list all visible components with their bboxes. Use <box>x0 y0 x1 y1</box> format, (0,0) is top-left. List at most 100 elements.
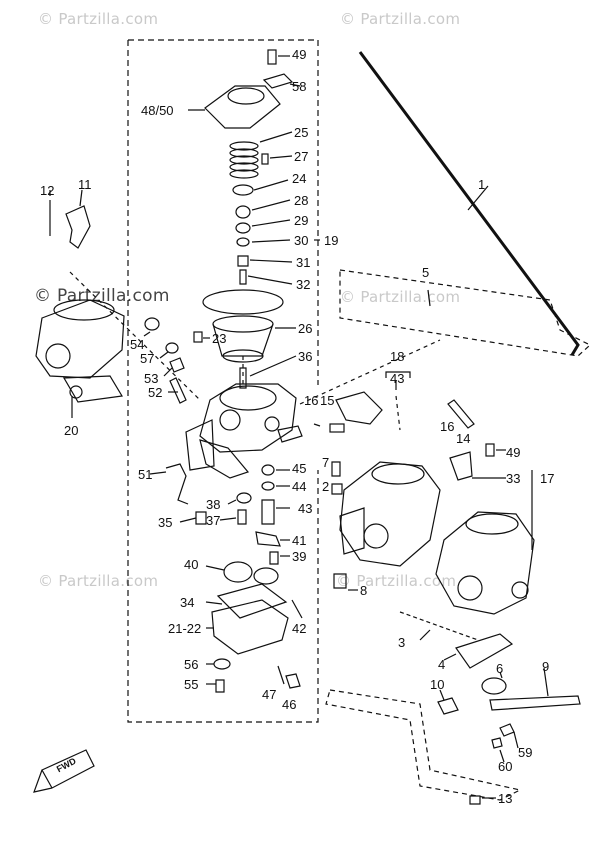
callout-40: 40 <box>184 557 199 572</box>
part-38 <box>236 492 252 504</box>
part-55 <box>215 679 225 693</box>
part-29 <box>235 222 251 234</box>
right-carburetor-2 <box>435 511 535 615</box>
callout-28: 28 <box>294 193 309 208</box>
right-carburetor-1 <box>339 461 441 567</box>
callout-31: 31 <box>296 255 311 270</box>
callout-9: 9 <box>542 659 550 674</box>
callout-23: 23 <box>212 331 227 346</box>
callout-43b: 43 <box>298 501 313 516</box>
part-45 <box>261 464 275 476</box>
callout-19: 19 <box>324 233 339 248</box>
part-9-bolt <box>489 695 581 711</box>
part-33 <box>449 451 473 481</box>
callout-47: 47 <box>262 687 277 702</box>
part-59 <box>499 723 515 737</box>
callout-46: 46 <box>282 697 297 712</box>
part-26-piston <box>202 289 284 363</box>
part-47 <box>277 665 285 685</box>
dashed-frame <box>127 40 319 723</box>
callout-27: 27 <box>294 149 309 164</box>
part-37 <box>237 509 247 525</box>
callout-7: 7 <box>322 455 330 470</box>
callout-59: 59 <box>518 745 533 760</box>
part-57 <box>165 342 179 354</box>
callout-54: 54 <box>130 337 145 352</box>
part-43 <box>261 499 275 525</box>
part-14 <box>447 399 475 429</box>
callout-11: 11 <box>78 177 92 192</box>
callout-18: 18 <box>390 349 405 364</box>
part-49b <box>485 443 495 457</box>
dashed-frame <box>128 39 319 385</box>
part-51 <box>165 463 189 505</box>
callout-36: 36 <box>298 349 313 364</box>
lower-frame <box>325 689 522 801</box>
part-42 <box>291 599 303 619</box>
callout-44: 44 <box>292 479 307 494</box>
callout-13: 13 <box>498 791 513 806</box>
part-24 <box>232 184 254 196</box>
callout-57: 57 <box>140 351 155 366</box>
part-6 <box>481 677 507 695</box>
part-2 <box>331 483 343 495</box>
part-3-shaft <box>399 611 479 641</box>
callout-16b: 16 <box>440 419 455 434</box>
part-48-50-cover <box>204 85 281 129</box>
part-25-spring <box>229 141 259 179</box>
callout-1: 1 <box>478 177 486 192</box>
part-5 <box>427 289 431 307</box>
part-4-lever <box>455 633 514 669</box>
part-44 <box>261 481 275 491</box>
part-10 <box>437 697 459 715</box>
part-32 <box>239 269 247 285</box>
part-28 <box>235 205 251 219</box>
callout-55: 55 <box>184 677 199 692</box>
callout-15: 15 <box>320 393 335 408</box>
part-13 <box>469 795 481 805</box>
callout-32: 32 <box>296 277 311 292</box>
callout-30: 30 <box>294 233 309 248</box>
callout-4: 4 <box>438 657 446 672</box>
part-53 <box>169 357 185 373</box>
part-18 <box>335 391 383 425</box>
part-52 <box>169 377 187 404</box>
part-58 <box>262 73 294 89</box>
part-15 <box>329 423 345 433</box>
callout-16: 16 <box>304 393 319 408</box>
part-49 <box>267 49 277 65</box>
callout-52: 52 <box>148 385 163 400</box>
part-11 <box>65 205 91 249</box>
part-46 <box>285 673 301 689</box>
part-23 <box>193 331 203 343</box>
callout-51: 51 <box>138 467 153 482</box>
part-60 <box>491 737 503 749</box>
callout-39: 39 <box>292 549 307 564</box>
part-36 <box>239 367 247 389</box>
fwd-arrow-icon <box>33 749 95 793</box>
callout-43: 43 <box>390 371 405 386</box>
callout-35: 35 <box>158 515 173 530</box>
watermark: © Partzilla.com <box>336 572 457 590</box>
callout-5: 5 <box>422 265 430 280</box>
part-8 <box>333 573 347 589</box>
part-18-bracket <box>385 371 411 378</box>
callout-38: 38 <box>206 497 221 512</box>
part-54 <box>144 317 160 331</box>
part-7 <box>331 461 341 477</box>
callout-10: 10 <box>430 677 445 692</box>
callout-37: 37 <box>206 513 221 528</box>
callout-3: 3 <box>398 635 406 650</box>
watermark: © Partzilla.com <box>38 10 159 28</box>
callout-33: 33 <box>506 471 521 486</box>
watermark: © Partzilla.com <box>340 10 461 28</box>
left-carburetor <box>35 299 125 403</box>
callout-14: 14 <box>456 431 471 446</box>
part-34 <box>216 583 288 619</box>
callout-20: 20 <box>64 423 79 438</box>
part-35 <box>195 511 207 525</box>
callout-24: 24 <box>292 171 307 186</box>
callout-29: 29 <box>294 213 309 228</box>
part-21-22-bowl <box>211 599 289 655</box>
callout-2: 2 <box>322 479 330 494</box>
